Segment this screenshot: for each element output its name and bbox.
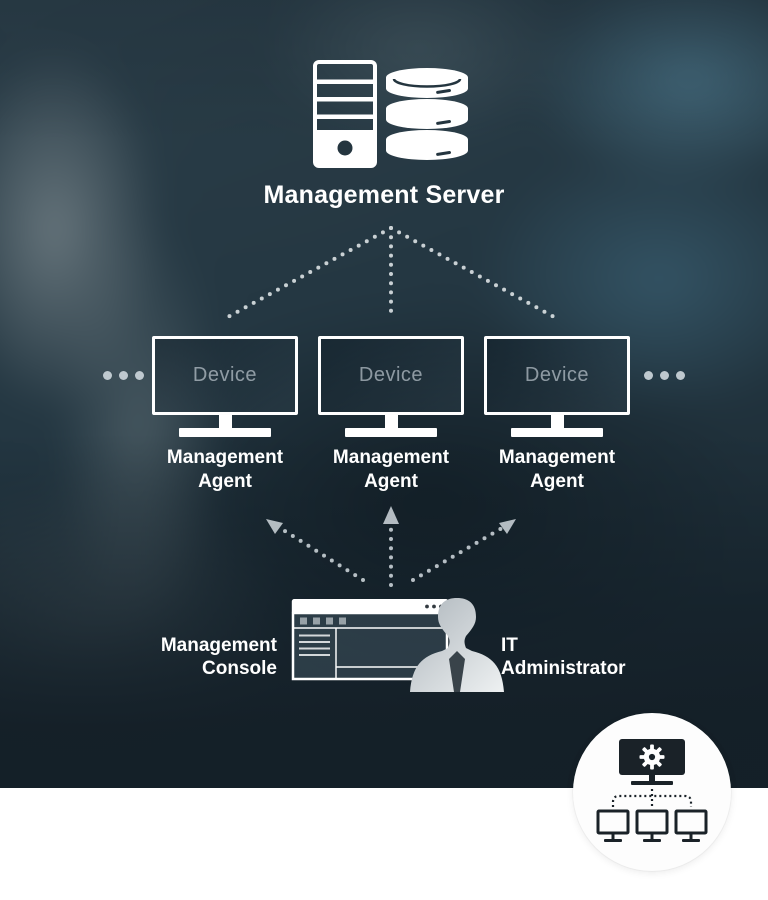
admin-label: IT Administrator [501, 634, 626, 680]
agent-label: Management Agent [333, 446, 449, 494]
agent-label-line: Agent [364, 471, 418, 492]
console-and-admin-icon [291, 598, 504, 692]
monitor-stand-base [511, 428, 603, 437]
person-silhouette-icon [410, 598, 504, 692]
monitor-stand-stem [384, 414, 398, 429]
device-monitor-1: Device Management Agent [152, 336, 298, 494]
device-screen: Device [318, 336, 464, 415]
managed-devices-network-icon [596, 739, 708, 842]
agent-label-line: Agent [530, 471, 584, 492]
agent-label: Management Agent [499, 446, 615, 494]
agent-label-line: Agent [198, 471, 252, 492]
server-tower-icon [313, 60, 377, 168]
database-icon [386, 68, 468, 160]
device-screen-label: Device [358, 364, 424, 386]
device-screen: Device [484, 336, 630, 415]
device-monitor-3: Device Management Agent [484, 336, 630, 494]
console-label-line: Management [160, 635, 277, 656]
client-monitors-icon [596, 809, 708, 840]
monitor-stand-stem [550, 414, 564, 429]
browser-window-icon [291, 599, 449, 681]
tie-icon [449, 651, 465, 692]
agent-label: Management Agent [167, 446, 283, 494]
gear-icon [639, 744, 665, 770]
monitor-stand-base [345, 428, 437, 437]
device-screen: Device [152, 336, 298, 415]
more-devices-left-icon [103, 371, 144, 380]
agent-label-line: Management [332, 447, 450, 468]
network-badge [573, 713, 731, 871]
admin-label-line: Administrator [501, 658, 626, 679]
more-devices-right-icon [644, 371, 685, 380]
device-screen-label: Device [524, 364, 590, 386]
server-database-icon [313, 60, 468, 168]
device-monitor-2: Device Management Agent [318, 336, 464, 494]
console-label-line: Console [202, 658, 277, 679]
dotted-branch-lines [611, 789, 693, 809]
agent-label-line: Management [498, 447, 616, 468]
device-screen-label: Device [192, 364, 258, 386]
agent-label-line: Management [166, 447, 284, 468]
console-label: Management Console [0, 634, 277, 680]
monitor-stand-stem [218, 414, 232, 429]
admin-label-line: IT [501, 635, 518, 656]
monitor-stand-base [179, 428, 271, 437]
server-label: Management Server [263, 181, 505, 209]
